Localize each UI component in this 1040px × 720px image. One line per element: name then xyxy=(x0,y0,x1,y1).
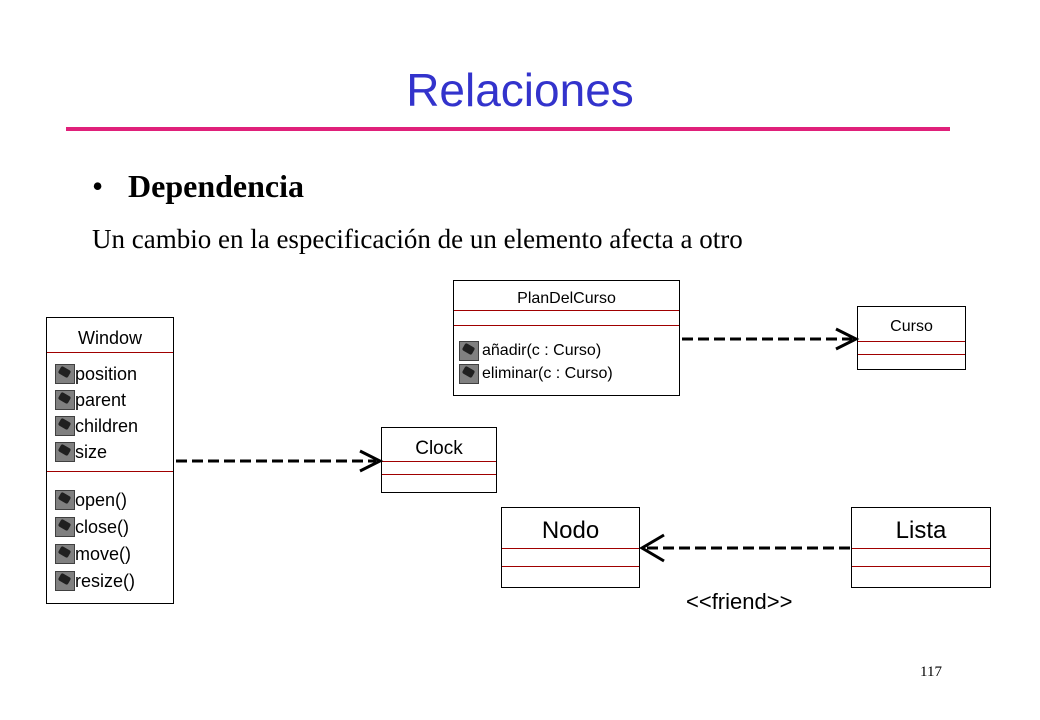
operation-row: eliminar(c : Curso) xyxy=(454,363,679,385)
lista-class-name: Lista xyxy=(895,517,947,544)
plandelcurso-class-name: PlanDelCurso xyxy=(517,290,616,307)
nodo-class-name: Nodo xyxy=(541,517,600,544)
operation-row: añadir(c : Curso) xyxy=(454,340,679,362)
attribute-icon xyxy=(55,364,75,384)
operation-icon xyxy=(55,544,75,564)
nodo-attributes xyxy=(502,548,639,566)
clock-operations xyxy=(382,474,496,475)
friend-stereotype-label: <<friend>> xyxy=(686,589,793,614)
operation-row: move() xyxy=(47,542,173,566)
curso-operations xyxy=(858,354,965,355)
attribute-name: children xyxy=(75,416,139,436)
lista-operations xyxy=(852,566,990,567)
plan-curso-dependency xyxy=(682,327,860,351)
clock-class-name: Clock xyxy=(415,438,463,459)
attribute-icon xyxy=(55,390,75,410)
operation-icon xyxy=(55,517,75,537)
lista-nodo-friend-dependency xyxy=(639,533,850,563)
clock-class: Clock xyxy=(381,427,497,493)
operation-row: close() xyxy=(47,515,173,539)
operation-name: añadir(c : Curso) xyxy=(482,342,602,359)
operation-name: move() xyxy=(75,544,132,564)
window-clock-dependency xyxy=(176,449,384,473)
attribute-row: children xyxy=(47,414,173,438)
attribute-icon xyxy=(55,442,75,462)
description-text: Un cambio en la especificación de un ele… xyxy=(92,224,743,254)
attribute-row: parent xyxy=(47,388,173,412)
operation-icon xyxy=(459,364,479,384)
operation-name: resize() xyxy=(75,571,136,591)
nodo-class: Nodo xyxy=(501,507,640,588)
operation-name: close() xyxy=(75,517,130,537)
window-operations: open() close() move() resize() xyxy=(47,471,173,605)
plandelcurso-class: PlanDelCurso añadir(c : Curso) eliminar(… xyxy=(453,280,680,396)
attribute-name: parent xyxy=(75,390,127,410)
page-number: 117 xyxy=(920,664,942,680)
window-class-name: Window xyxy=(77,328,143,348)
operation-row: resize() xyxy=(47,569,173,593)
curso-attributes xyxy=(858,341,965,354)
clock-attributes xyxy=(382,461,496,474)
slide-title: Relaciones xyxy=(406,64,634,116)
operation-icon xyxy=(459,341,479,361)
operation-name: eliminar(c : Curso) xyxy=(482,365,613,382)
operation-icon xyxy=(55,490,75,510)
attribute-row: position xyxy=(47,362,173,386)
lista-class: Lista xyxy=(851,507,991,588)
nodo-operations xyxy=(502,566,639,567)
window-attributes: position parent children size xyxy=(47,352,173,471)
operation-row: open() xyxy=(47,488,173,512)
attribute-name: position xyxy=(75,364,138,384)
lista-attributes xyxy=(852,548,990,566)
plandelcurso-attributes xyxy=(454,310,679,325)
attribute-row: size xyxy=(47,440,173,464)
attribute-name: size xyxy=(75,442,108,462)
plandelcurso-operations: añadir(c : Curso) eliminar(c : Curso) xyxy=(454,325,679,396)
operation-icon xyxy=(55,571,75,591)
bullet-heading-text: Dependencia xyxy=(128,168,304,204)
operation-name: open() xyxy=(75,490,128,510)
title-underline xyxy=(66,127,950,131)
curso-class-name: Curso xyxy=(890,318,933,335)
bullet-heading: • Dependencia xyxy=(92,166,304,206)
window-class: Window position parent children size ope… xyxy=(46,317,174,604)
curso-class: Curso xyxy=(857,306,966,370)
attribute-icon xyxy=(55,416,75,436)
bullet-icon: • xyxy=(92,168,104,204)
